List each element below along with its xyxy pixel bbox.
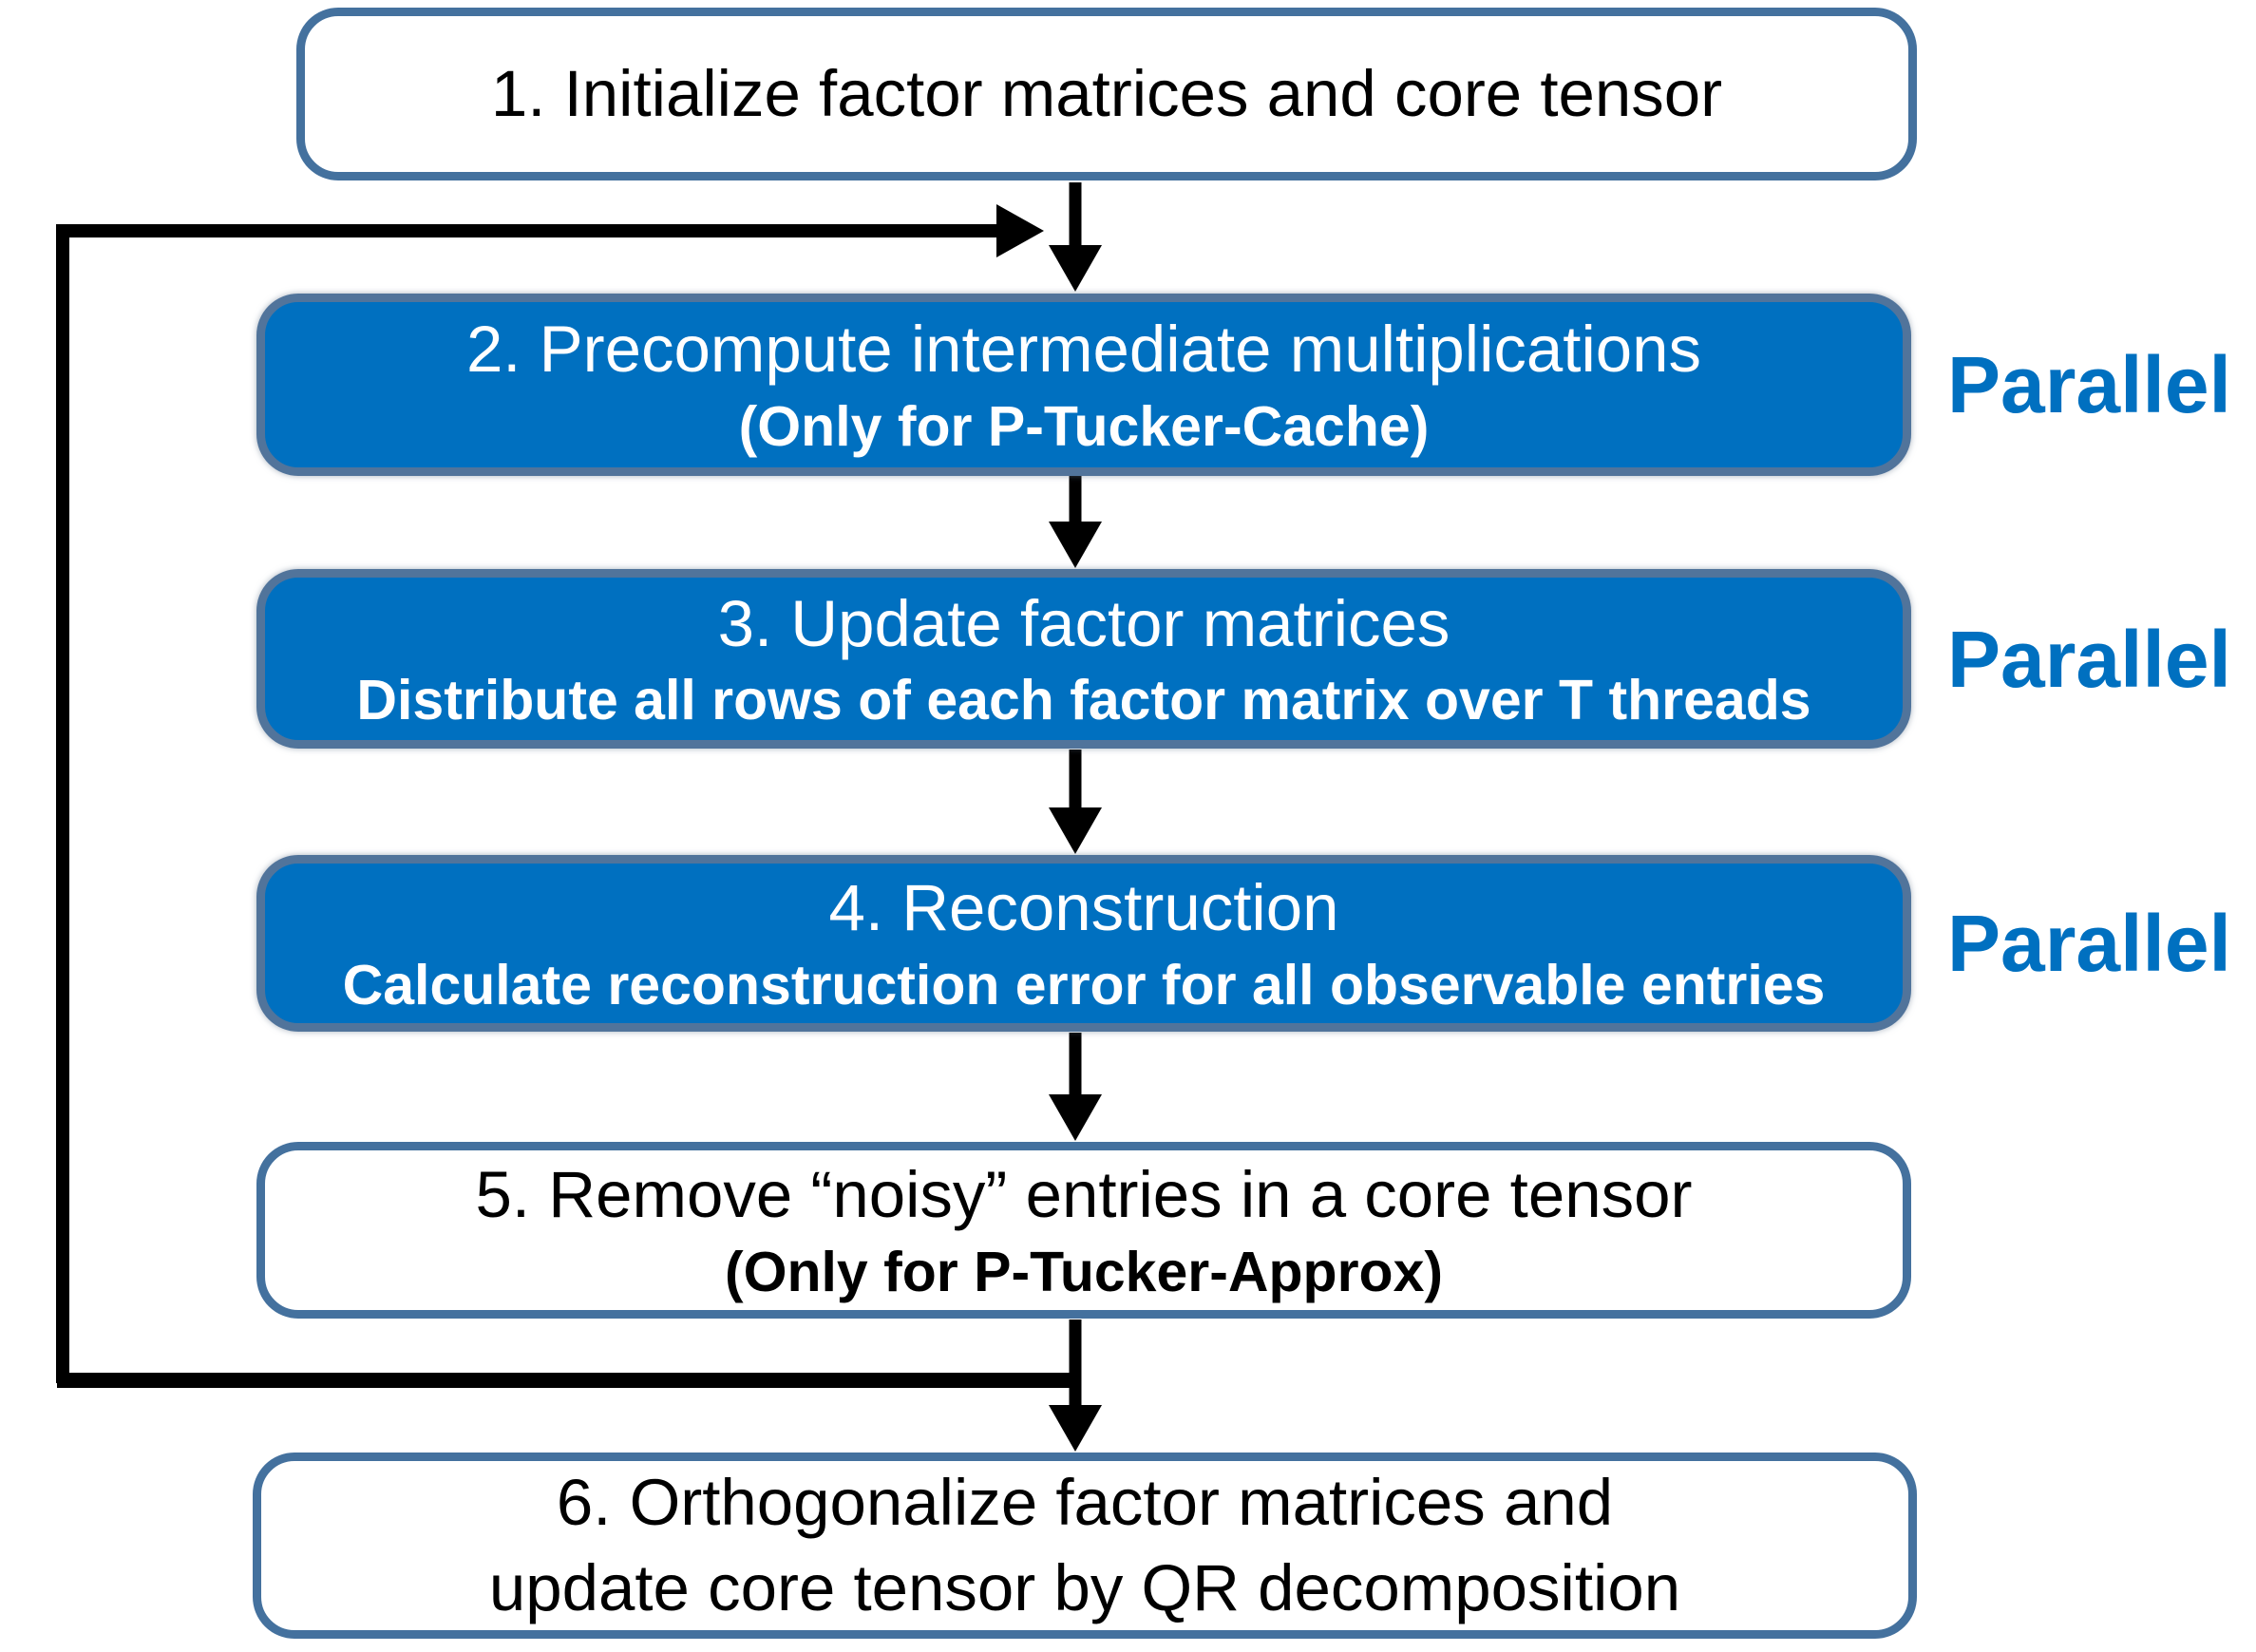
step-2-title: 2. Precompute intermediate multiplicatio… [465,313,1702,387]
step-6-title: 6. Orthogonalize factor matrices and [556,1466,1614,1540]
step-6-title-line2: update core tensor by QR decomposition [488,1551,1681,1624]
parallel-label-step-4: Parallel [1947,899,2231,988]
arrow-step2-to-step3 [1049,476,1102,568]
arrow-step3-to-step4 [1049,750,1102,854]
step-4-box: 4. Reconstruction Calculate reconstructi… [256,855,1911,1032]
step-2-box: 2. Precompute intermediate multiplicatio… [256,294,1911,476]
arrow-step4-to-step5 [1049,1033,1102,1141]
step-1-box: 1. Initialize factor matrices and core t… [296,8,1917,180]
parallel-label-step-3: Parallel [1947,615,2231,704]
step-3-box: 3. Update factor matrices Distribute all… [256,569,1911,749]
step-3-subtitle: Distribute all rows of each factor matri… [356,669,1811,732]
step-6-box: 6. Orthogonalize factor matrices and upd… [253,1453,1917,1639]
step-2-subtitle: (Only for P-Tucker-Cache) [738,394,1430,458]
arrow-step1-to-step2 [1049,182,1102,292]
step-5-title: 5. Remove “noisy” entries in a core tens… [475,1158,1693,1232]
step-4-title: 4. Reconstruction [828,871,1339,945]
step-1-title: 1. Initialize factor matrices and core t… [490,57,1723,131]
step-3-title: 3. Update factor matrices [717,586,1450,660]
step-5-box: 5. Remove “noisy” entries in a core tens… [256,1142,1911,1319]
step-4-subtitle: Calculate reconstruction error for all o… [342,953,1826,1016]
arrow-step5-to-step6 [1049,1320,1102,1452]
step-5-subtitle: (Only for P-Tucker-Approx) [724,1240,1444,1303]
parallel-label-step-2: Parallel [1947,340,2231,429]
